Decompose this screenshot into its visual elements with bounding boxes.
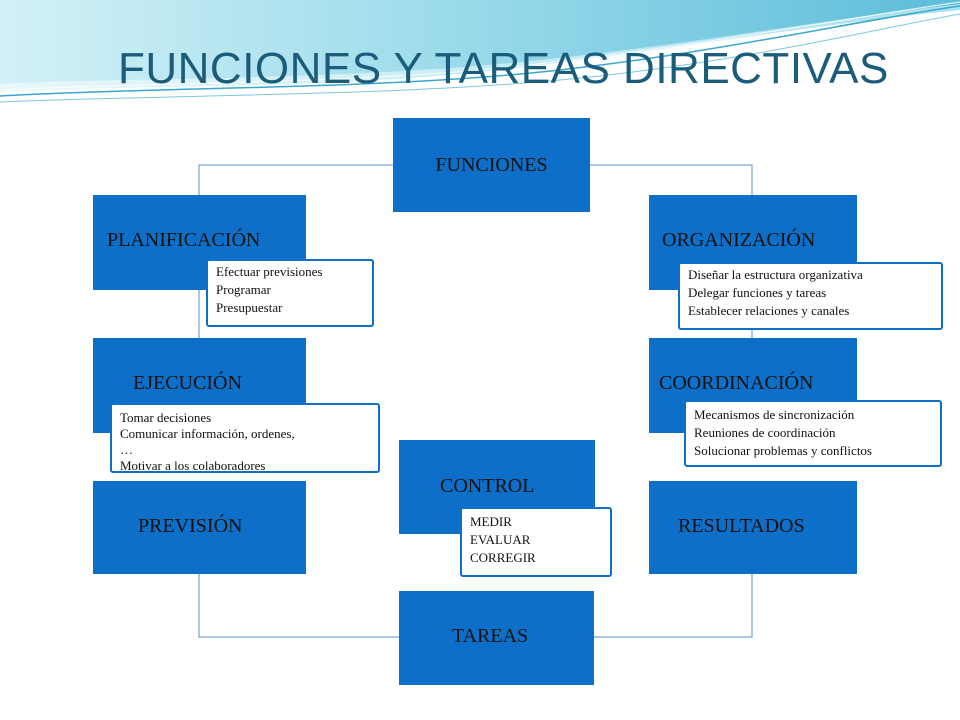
note-organizacion-line-1: Diseñar la estructura organizativa <box>688 267 863 282</box>
node-funciones-label: FUNCIONES <box>435 153 548 176</box>
node-prevision: PREVISIÓN <box>93 481 306 574</box>
note-planificacion: Efectuar previsiones Programar Presupues… <box>206 259 374 327</box>
node-prevision-label: PREVISIÓN <box>138 515 243 537</box>
node-coordinacion-label: COORDINACIÓN <box>659 372 814 394</box>
node-resultados-label: RESULTADOS <box>678 515 805 537</box>
note-ejecucion: Tomar decisiones Comunicar información, … <box>110 403 380 473</box>
node-funciones: FUNCIONES <box>393 118 590 212</box>
note-planificacion-line-3: Presupuestar <box>216 300 283 315</box>
note-ejecucion-line-1: Tomar decisiones <box>120 410 212 425</box>
note-control-line-3: CORREGIR <box>470 550 536 565</box>
note-ejecucion-line-4: Motivar a los colaboradores <box>120 458 266 473</box>
connector-funciones-planificacion <box>198 164 393 195</box>
note-planificacion-line-2: Programar <box>216 282 271 297</box>
note-organizacion: Diseñar la estructura organizativa Deleg… <box>678 262 943 330</box>
connector-resultados-tareas <box>594 574 753 638</box>
node-tareas-label: TAREAS <box>452 625 529 647</box>
note-control-line-2: EVALUAR <box>470 532 531 547</box>
note-control: MEDIR EVALUAR CORREGIR <box>460 507 612 577</box>
note-organizacion-line-3: Establecer relaciones y canales <box>688 303 850 318</box>
connector-funciones-organizacion <box>590 164 753 195</box>
header-wave-decoration <box>0 0 960 103</box>
node-ejecucion-label: EJECUCIÓN <box>133 372 242 394</box>
note-coordinacion-line-1: Mecanismos de sincronización <box>694 407 855 422</box>
note-coordinacion-line-3: Solucionar problemas y conflictos <box>694 443 872 458</box>
note-coordinacion-line-2: Reuniones de coordinación <box>694 425 836 440</box>
node-control-label: CONTROL <box>440 475 535 497</box>
node-organizacion-label: ORGANIZACIÓN <box>662 229 816 251</box>
node-planificacion-label: PLANIFICACIÓN <box>107 229 261 251</box>
note-coordinacion: Mecanismos de sincronización Reuniones d… <box>684 400 942 467</box>
connector-prevision-tareas <box>198 574 399 638</box>
note-planificacion-line-1: Efectuar previsiones <box>216 264 323 279</box>
node-resultados: RESULTADOS <box>649 481 857 574</box>
note-ejecucion-line-3: … <box>120 442 133 457</box>
note-organizacion-line-2: Delegar funciones y tareas <box>688 285 827 300</box>
note-ejecucion-line-2: Comunicar información, ordenes, <box>120 426 295 441</box>
page-title: FUNCIONES Y TAREAS DIRECTIVAS <box>118 44 889 93</box>
node-tareas: TAREAS <box>399 591 594 685</box>
note-control-line-1: MEDIR <box>470 514 512 529</box>
